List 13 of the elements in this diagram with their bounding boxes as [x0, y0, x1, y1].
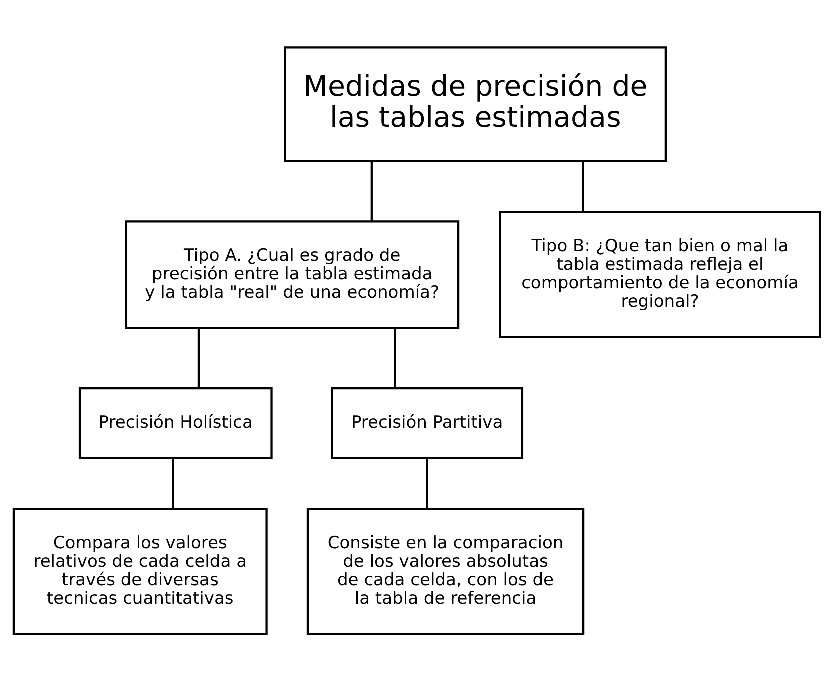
- connector: [370, 161, 373, 222]
- node-box: Precisión Holística: [78, 387, 273, 459]
- node-box: Consiste en la comparacion de los valores absolutas de cada celda, con los de la tabla de referencia: [306, 508, 585, 635]
- connector: [582, 161, 584, 212]
- node-box: Precisión Partitiva: [331, 387, 524, 459]
- node-box: Tipo B: ¿Que tan bien o mal la tabla estimada refleja el comportamiento de la economía regional?: [499, 210, 822, 338]
- connector: [198, 328, 200, 388]
- node-box: Medidas de precisión de las tablas estimadas: [284, 46, 667, 162]
- node-box: Compara los valores relativos de cada celda a través de diversas tecnicas cuantitativas: [12, 508, 268, 635]
- connector: [426, 458, 428, 509]
- connector: [394, 328, 396, 388]
- connector: [172, 458, 174, 509]
- node-box: Tipo A. ¿Cual es grado de precisión entre la tabla estimada y la tabla "real" de una economía?: [125, 220, 460, 329]
